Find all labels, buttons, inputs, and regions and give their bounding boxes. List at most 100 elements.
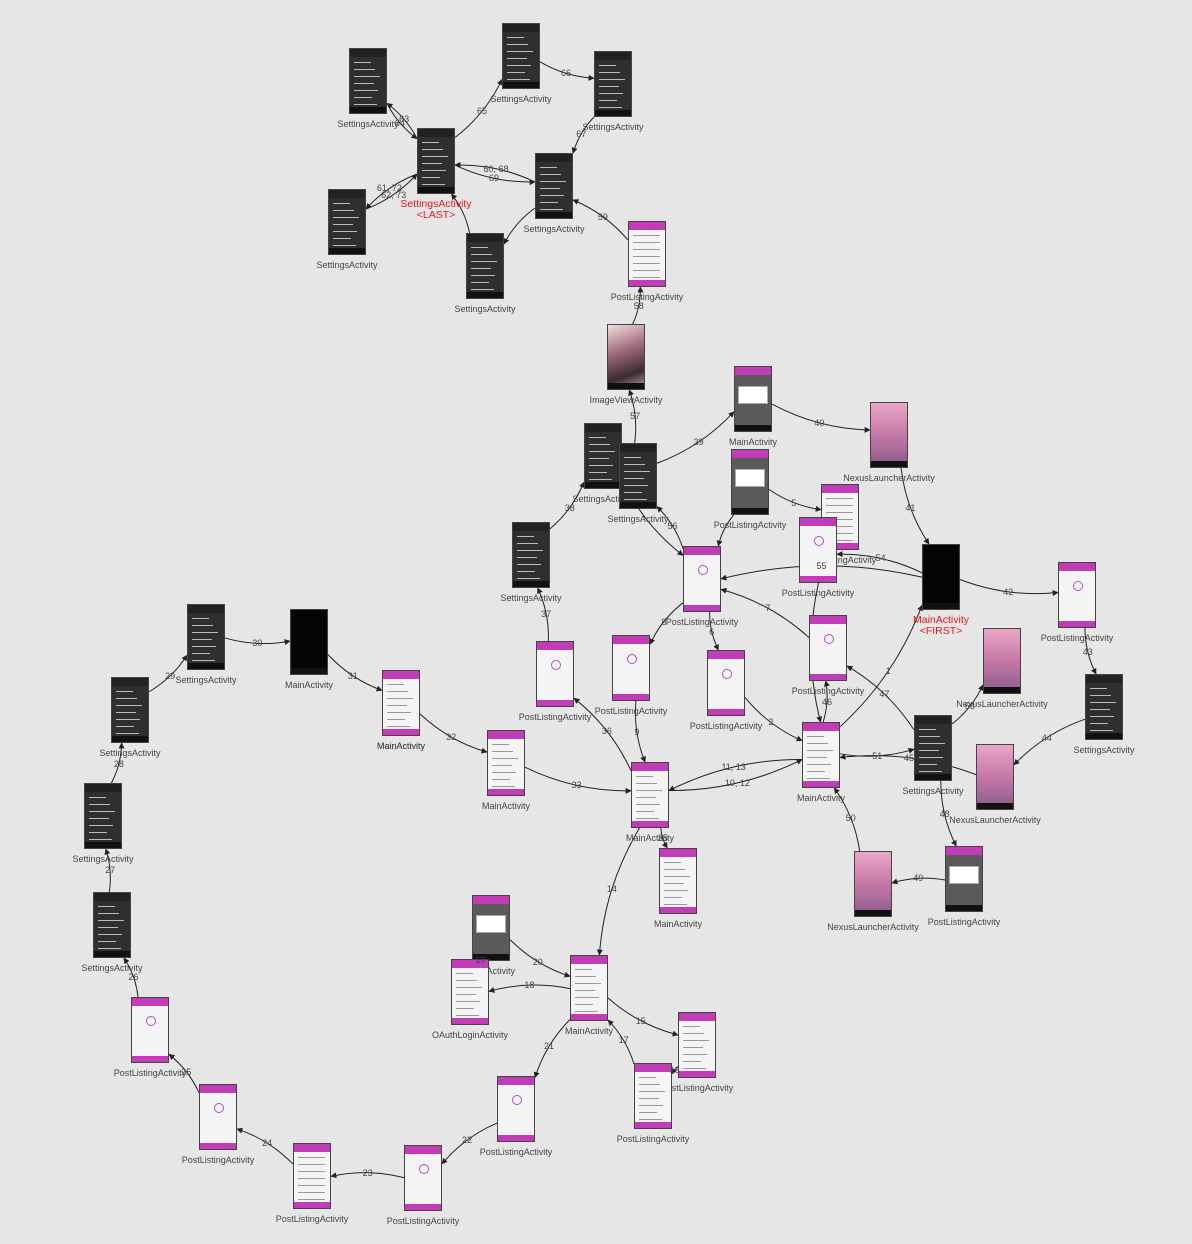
node-label-text: PostListingActivity (689, 721, 763, 731)
row-line (89, 804, 111, 805)
node-label: SettingsActivity (30, 748, 230, 758)
row-line (492, 779, 511, 780)
node-label: MainActivity (550, 833, 750, 843)
edge-label: 9 (634, 727, 640, 738)
edge-label: 58 (633, 300, 644, 311)
transition-edge (441, 1122, 498, 1165)
node-label-text: MainActivity (625, 833, 674, 843)
screen-thumbnail (983, 628, 1021, 694)
screen-thumbnail (870, 402, 908, 468)
row-line (192, 653, 211, 654)
edge-label: 54 (875, 553, 886, 564)
transition-edge (660, 827, 668, 849)
row-line (192, 618, 209, 619)
node-label-text: MainActivity (376, 741, 425, 751)
transition-edge (533, 1019, 571, 1079)
row-line (1090, 695, 1112, 696)
row-line (116, 719, 141, 720)
row-line (636, 790, 662, 791)
row-line (298, 1164, 326, 1165)
row-line (540, 174, 562, 175)
row-line (664, 890, 689, 891)
edge-label: 55 (816, 560, 827, 571)
row-line (517, 543, 539, 544)
transition-edge (596, 827, 640, 956)
transition-edge (549, 481, 585, 530)
node-label-text: PostListingActivity (665, 617, 739, 627)
navigation-bar (635, 1122, 671, 1128)
screen-thumbnail (382, 670, 420, 736)
transition-edge (839, 753, 977, 776)
screen-thumbnail (854, 851, 892, 917)
transition-edge (768, 488, 822, 512)
screen-thumbnail (349, 48, 387, 114)
node-label-text: PostListingActivity (275, 1214, 349, 1224)
transition-edge (891, 877, 946, 885)
node-label: SettingsActivity (106, 675, 306, 685)
row-line (807, 757, 827, 758)
node-label-text: PostListingActivity (479, 1147, 553, 1157)
transition-edge (571, 116, 595, 154)
row-line (422, 142, 439, 143)
navigation-bar (800, 576, 836, 582)
row-line (116, 726, 135, 727)
row-line (636, 797, 656, 798)
status-bar (629, 222, 665, 230)
status-bar (810, 616, 846, 624)
row-line (636, 783, 658, 784)
status-bar (679, 1013, 715, 1021)
node-label: PostListingActivity (977, 633, 1177, 643)
row-line (471, 261, 497, 262)
row-line (517, 571, 536, 572)
row-line (333, 224, 353, 225)
row-line (683, 1040, 709, 1041)
row-line (98, 948, 121, 949)
row-line (116, 733, 139, 734)
row-line (333, 210, 355, 211)
node-label-text: ImageViewActivity (589, 395, 663, 405)
edge-label: 60, 68 (483, 163, 509, 174)
transition-edge (632, 286, 644, 325)
row-line (575, 1011, 598, 1012)
navigation-bar (513, 581, 549, 587)
transition-edge (104, 848, 111, 893)
row-line (826, 498, 854, 499)
node-label: NexusLauncherActivity (773, 922, 973, 932)
row-line (387, 684, 404, 685)
edge-label: 11, 13 (721, 762, 746, 773)
row-line (1090, 709, 1110, 710)
edge-label: 66 (560, 68, 572, 79)
transition-edge (839, 604, 923, 728)
edge-label: 53 (964, 701, 975, 712)
transition-edge (524, 766, 632, 794)
transition-edge (365, 173, 418, 210)
edge-label: 19 (475, 954, 486, 965)
row-line (624, 464, 646, 465)
row-line (507, 37, 524, 38)
edge-label: 31 (347, 670, 358, 681)
edge-label: 1 (885, 665, 891, 676)
row-line (826, 519, 854, 520)
status-bar (536, 154, 572, 162)
node-label-text: SettingsActivity (500, 593, 562, 603)
row-line (633, 242, 661, 243)
transition-edge (572, 199, 629, 241)
node-label: MainActivity (578, 919, 778, 929)
transition-edge (709, 611, 719, 651)
transition-edge (846, 665, 915, 731)
navigation-bar (452, 1018, 488, 1024)
edge-label: 40 (814, 417, 825, 428)
transition-edge (168, 1053, 200, 1093)
transition-edge (488, 984, 571, 993)
node-label-text: PostListingActivity (803, 555, 877, 565)
node-label-text: SettingsActivity (99, 748, 161, 758)
node-label-text: PostListingActivity (594, 706, 668, 716)
node-label: SettingsActivity (3, 854, 203, 864)
row-line (540, 195, 565, 196)
node-label-text: PostListingActivity (713, 520, 787, 530)
row-line (664, 869, 686, 870)
row-line (639, 1098, 659, 1099)
row-line (98, 927, 118, 928)
edge-label: 14 (606, 884, 617, 895)
